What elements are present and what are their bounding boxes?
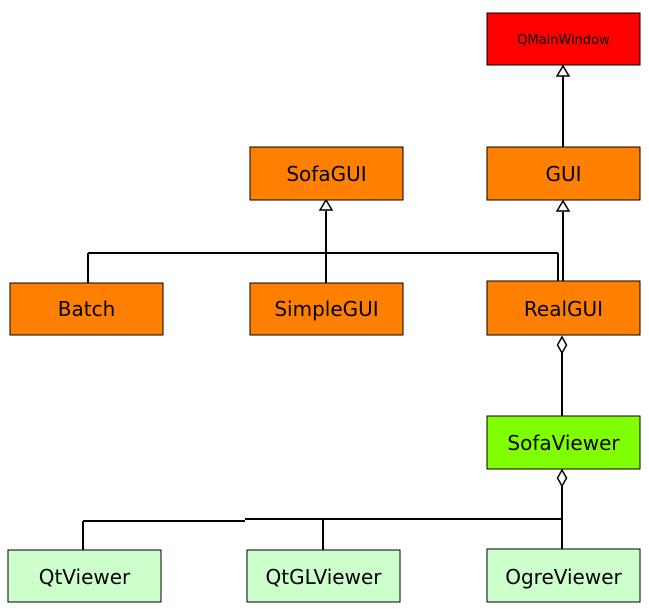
qmainwindow-label: QMainWindow [517, 33, 610, 48]
simplegui-box [249, 282, 404, 336]
qmainwindow-box [486, 12, 641, 66]
node-batch: Batch [9, 282, 164, 336]
realgui-box [486, 280, 641, 336]
arrowheads [318, 64, 571, 212]
gui-box [486, 146, 641, 201]
node-sofaviewer: SofaViewer [486, 415, 641, 470]
qtglviewer-box [246, 549, 401, 603]
diamonds [556, 335, 568, 488]
node-ogreviewer: OgreViewer [486, 548, 641, 603]
sofaviewer-label: SofaViewer [507, 431, 620, 455]
gui-label: GUI [545, 162, 581, 186]
sofaviewer-box [486, 415, 641, 470]
sofagui-label: SofaGUI [286, 162, 366, 186]
inheritance-arrowhead-qmainwindow [555, 64, 571, 77]
qtviewer-box [7, 549, 162, 603]
node-qmainwindow: QMainWindow [486, 12, 641, 66]
qtviewer-label: QtViewer [39, 565, 131, 589]
aggregation-diamond-realgui [556, 335, 568, 355]
node-qtglviewer: QtGLViewer [246, 549, 401, 603]
batch-box [9, 282, 164, 336]
aggregation-diamond-sofaviewer [556, 468, 568, 488]
sofagui-box [249, 146, 404, 201]
ogreviewer-label: OgreViewer [505, 565, 622, 589]
connectors [82, 76, 564, 550]
batch-label: Batch [58, 297, 116, 321]
ogreviewer-box [486, 548, 641, 603]
simplegui-label: SimpleGUI [274, 297, 378, 321]
node-gui: GUI [486, 146, 641, 201]
node-qtviewer: QtViewer [7, 549, 162, 603]
node-simplegui: SimpleGUI [249, 282, 404, 336]
node-sofagui: SofaGUI [249, 146, 404, 201]
qtglviewer-label: QtGLViewer [265, 565, 382, 589]
node-realgui: RealGUI [486, 280, 641, 336]
inheritance-arrowhead-sofagui [318, 198, 334, 211]
realgui-label: RealGUI [524, 297, 603, 321]
inheritance-arrowhead-gui [555, 199, 571, 212]
